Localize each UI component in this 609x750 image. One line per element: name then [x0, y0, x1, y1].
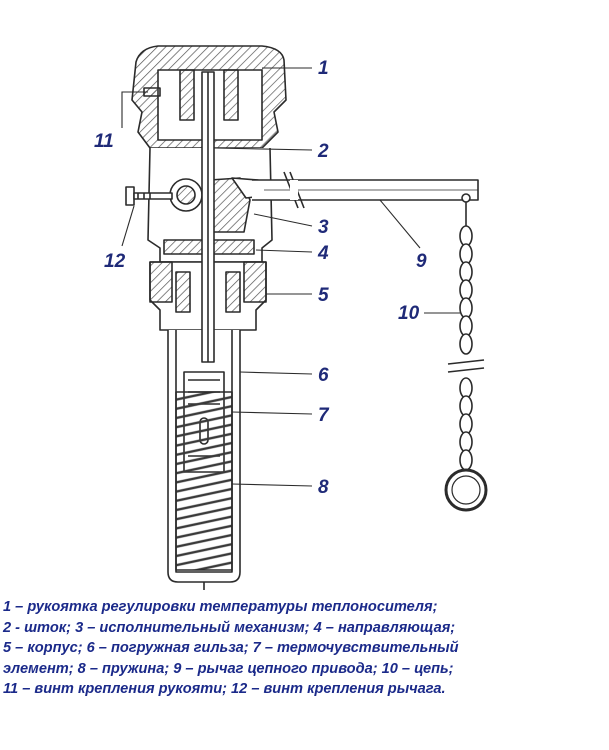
callout-9: 9 — [416, 251, 427, 272]
callout-12: 12 — [104, 251, 126, 272]
callout-2: 2 — [318, 141, 329, 162]
leader-8 — [231, 483, 313, 487]
leader-4 — [255, 249, 313, 253]
leader-3 — [253, 213, 313, 227]
chain-lever — [252, 171, 479, 209]
callout-10: 10 — [398, 303, 420, 324]
callout-11: 11 — [94, 131, 114, 152]
callout-4: 4 — [318, 243, 329, 264]
lever-screw — [125, 186, 173, 206]
leader-7 — [231, 411, 313, 415]
callout-1: 1 — [318, 58, 329, 79]
callout-5: 5 — [318, 285, 329, 306]
caption-line: 2 - шток; 3 – исполнительный механизм; 4… — [3, 619, 456, 636]
leader-11 — [121, 91, 148, 128]
leader-12 — [121, 205, 135, 247]
caption-line: 5 – корпус; 6 – погружная гильза; 7 – те… — [3, 640, 459, 657]
thermostat-diagram: 1 2 3 4 5 6 7 8 9 10 11 12 — [94, 45, 488, 590]
figure-caption: 1 – рукоятка регулировки температуры теп… — [3, 597, 603, 700]
spring — [175, 391, 233, 571]
caption-line: элемент; 8 – пружина; 9 – рычаг цепного … — [3, 660, 454, 677]
stem — [201, 71, 215, 363]
callout-3: 3 — [318, 217, 329, 238]
leader-6 — [239, 371, 313, 375]
leader-9 — [379, 199, 421, 249]
callout-6: 6 — [318, 365, 329, 386]
leader-lines — [121, 67, 460, 487]
thermostat-drawing — [121, 45, 488, 590]
caption-line: 11 – винт крепления рукояти; 12 – винт к… — [3, 681, 446, 698]
chain — [444, 202, 488, 512]
caption-line: 1 – рукоятка регулировки температуры теп… — [3, 599, 438, 615]
leader-2 — [213, 147, 313, 151]
callout-8: 8 — [318, 477, 329, 498]
callout-7: 7 — [318, 405, 329, 426]
